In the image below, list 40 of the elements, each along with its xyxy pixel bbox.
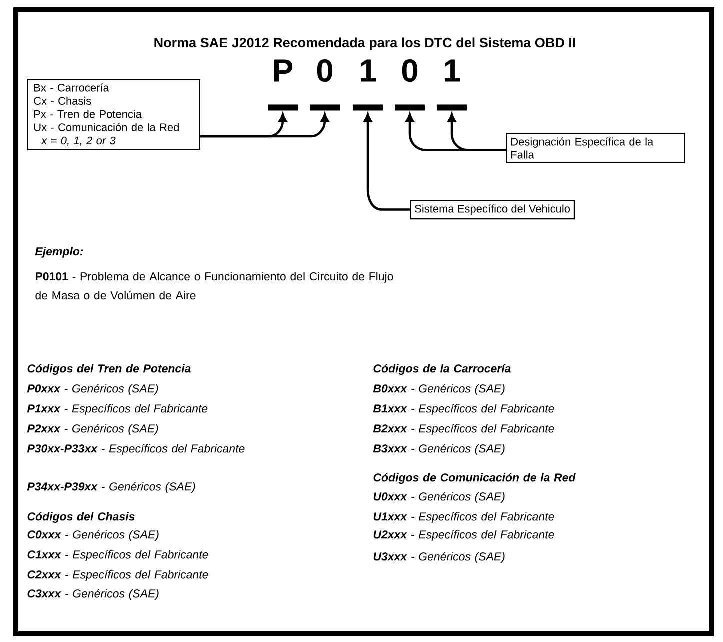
code-description: U0xxx - Genéricos (SAE) — [374, 492, 505, 504]
code-description: C1xxx - Específicos del Fabricante — [28, 550, 208, 562]
code-description: P2xxx - Genéricos (SAE) — [27, 424, 158, 436]
code-description: U3xxx - Genéricos (SAE) — [374, 552, 505, 564]
code-character: 1 — [353, 60, 383, 111]
arrow — [448, 114, 506, 152]
node-label: 0 — [317, 59, 333, 82]
code-character: 0 — [310, 59, 340, 111]
code-description: C2xxx - Específicos del Fabricante — [28, 570, 208, 582]
code-description: B1xxx - Específicos del Fabricante — [373, 404, 554, 416]
code-description: P1xxx - Específicos del Fabricante — [27, 404, 208, 416]
arrow — [200, 114, 329, 138]
node-label: 1 — [445, 60, 460, 82]
arrow — [364, 114, 410, 211]
code-description: P0xxx - Genéricos (SAE) — [27, 384, 158, 396]
code-description: C3xxx - Genéricos (SAE) — [28, 589, 159, 600]
code-description: U2xxx - Específicos del Fabricante — [374, 530, 554, 542]
code-description: B3xxx - Genéricos (SAE) — [373, 444, 505, 456]
section-heading: Códigos de Comunicación de la Red — [374, 473, 576, 484]
section-heading: Códigos del Tren de Potencia — [28, 364, 191, 376]
code-character: P — [268, 60, 298, 111]
code-character: 1 — [437, 60, 467, 111]
code-description: U1xxx - Específicos del Fabricante — [374, 512, 554, 524]
code-description: P34xx-P39xx - Genéricos (SAE) — [27, 482, 196, 494]
example-text: P0101 - Problema de Alcance o Funcionamiento del Circuito de Flujo de Masa o de Volúmen de Aire — [36, 272, 394, 300]
node-label: 1 — [361, 60, 376, 82]
title: Norma SAE J2012 Recomendada para los DTC del Sistema OBD II — [154, 38, 576, 50]
code-character: 0 — [395, 59, 425, 111]
callout-box: Sistema Específico del Vehiculo — [410, 200, 576, 220]
code-description: B2xxx - Específicos del Fabricante — [373, 424, 554, 436]
node-label: P — [274, 60, 293, 82]
section-heading: Códigos de la Carrocería — [374, 364, 511, 376]
node-label: 0 — [402, 59, 418, 82]
section-heading: Ejemplo: — [35, 247, 84, 258]
code-description: P30xx-P33xx - Específicos del Fabricante — [27, 444, 245, 456]
legend-box: Bx - Carrocería Cx - Chasis Px - Tren de Potencia Ux - Comunicación de la Red x = 0, 1, 2 or 3 — [27, 79, 200, 150]
section-heading: Códigos del Chasis — [28, 512, 135, 524]
callout-box: Designación Específica de la Falla — [506, 133, 686, 164]
code-description: B0xxx - Genéricos (SAE) — [373, 384, 505, 396]
code-description: C0xxx - Genéricos (SAE) — [28, 530, 159, 542]
